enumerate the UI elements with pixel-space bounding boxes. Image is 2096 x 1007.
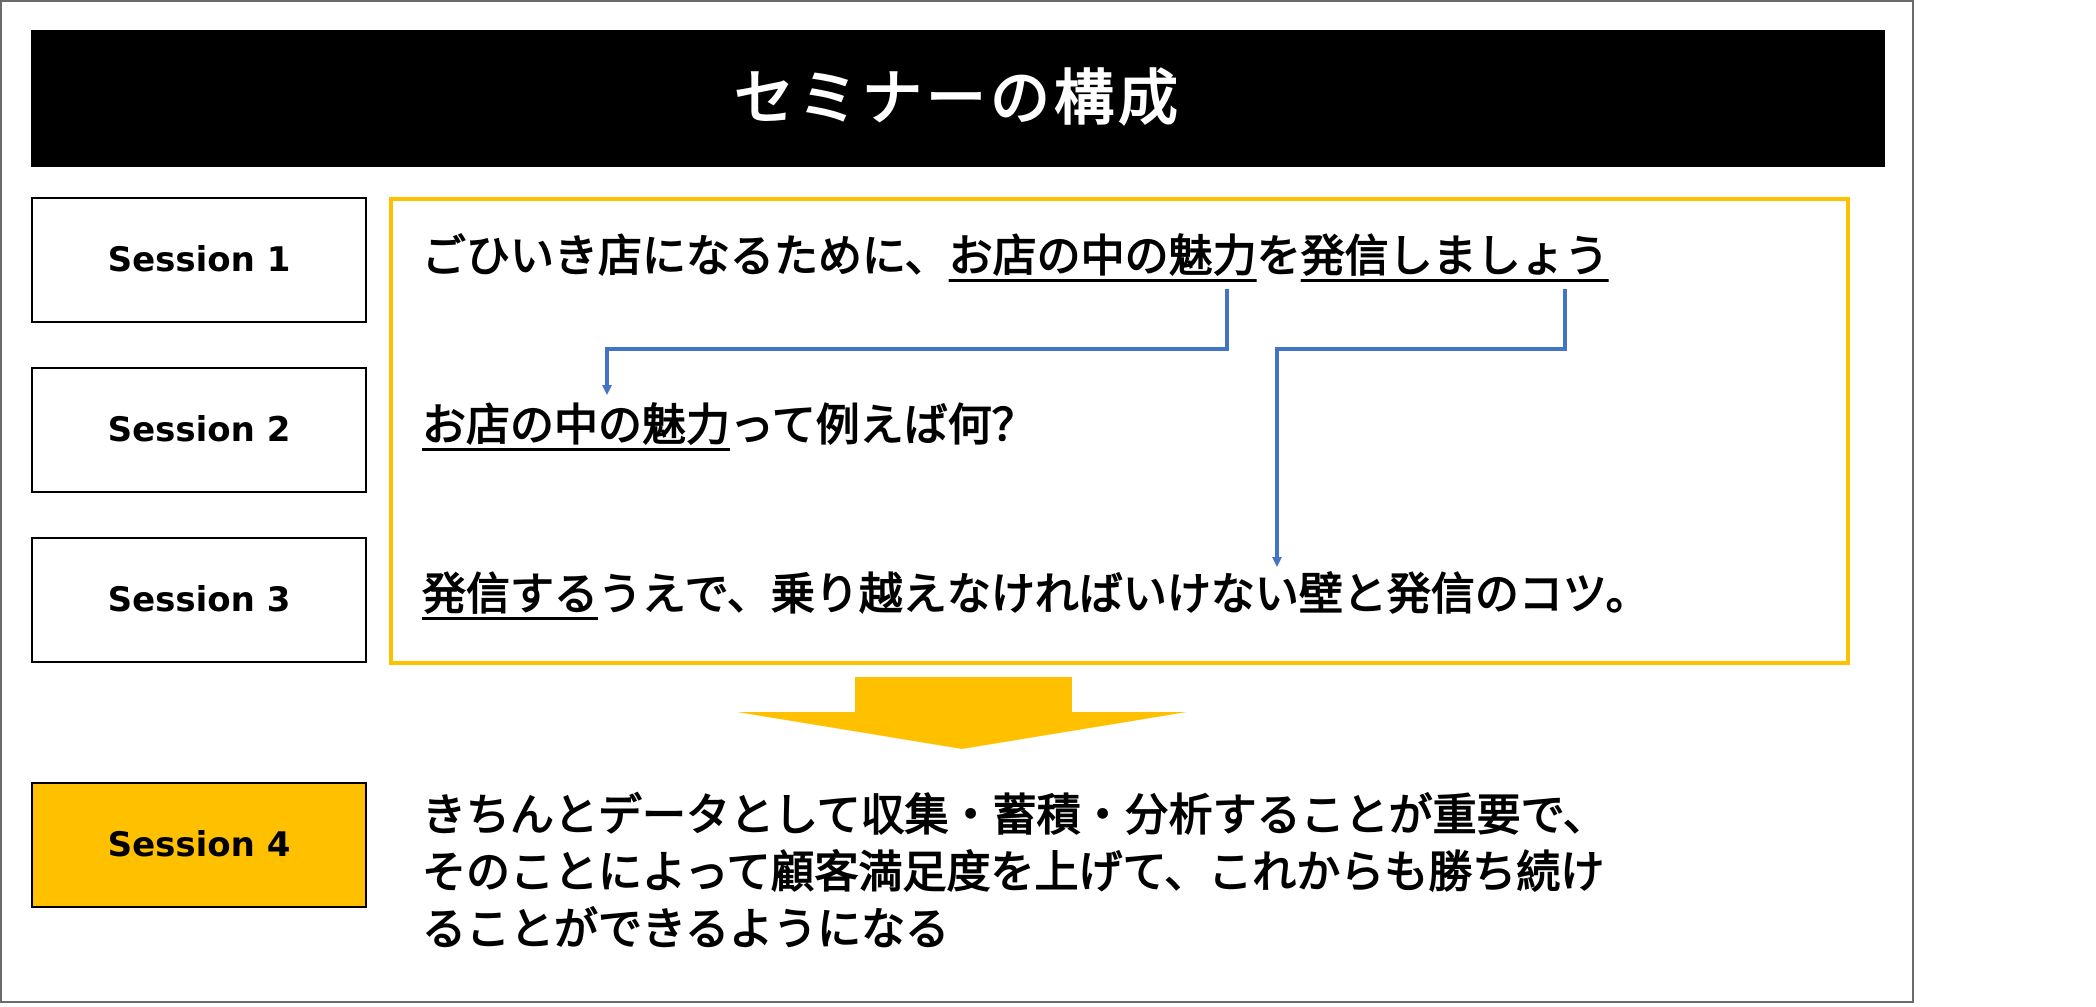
down-arrow-icon xyxy=(737,677,1187,749)
slide-title: セミナーの構成 xyxy=(734,63,1182,134)
session-2-text: お店の中の魅力って例えば何？ xyxy=(422,400,1036,453)
session-3-box: Session 3 xyxy=(31,537,367,663)
line2-charm-underlined: お店の中の魅力 xyxy=(422,400,730,451)
conclusion-line-1: きちんとデータとして収集・蓄積・分析することが重要で、 xyxy=(422,790,1607,841)
line1-charm-underlined: お店の中の魅力 xyxy=(948,231,1257,282)
session-1-text: ごひいき店になるために、お店の中の魅力を発信しましょう xyxy=(422,231,1609,284)
slide: セミナーの構成 Session 1 Session 2 Session 3 Se… xyxy=(0,0,1914,1003)
session-4-conclusion: きちんとデータとして収集・蓄積・分析することが重要で、 そのことによって顧客満足… xyxy=(422,787,1607,958)
connector-arrows xyxy=(602,289,1567,567)
title-bar: セミナーの構成 xyxy=(31,30,1885,167)
line3-send-underlined: 発信する xyxy=(422,569,598,620)
sessions-content-box xyxy=(389,197,1850,665)
line1-particle: を xyxy=(1256,231,1301,282)
conclusion-line-2: そのことによって顧客満足度を上げて、これからも勝ち続け xyxy=(422,847,1605,898)
session-2-box: Session 2 xyxy=(31,367,367,493)
line1-send-underlined: 発信しましょう xyxy=(1300,231,1609,282)
line2-question: って例えば何？ xyxy=(730,400,1036,451)
line3-rest: うえで、乗り越えなければいけない壁と発信のコツ。 xyxy=(598,569,1650,620)
connector-charm-arrow xyxy=(602,289,1229,395)
connector-send-arrow xyxy=(1272,289,1567,567)
line1-intro: ごひいき店になるために、 xyxy=(422,231,949,282)
session-3-text: 発信するうえで、乗り越えなければいけない壁と発信のコツ。 xyxy=(422,569,1650,622)
session-1-box: Session 1 xyxy=(31,197,367,323)
session-4-box: Session 4 xyxy=(31,782,367,908)
conclusion-line-3: ることができるようになる xyxy=(422,904,950,955)
